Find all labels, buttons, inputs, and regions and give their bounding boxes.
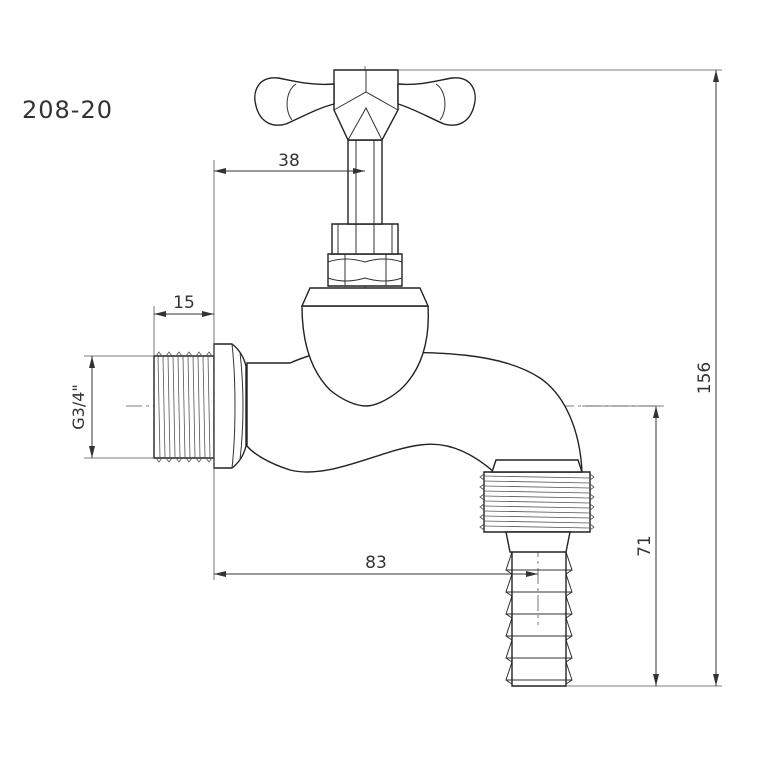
thread-line [483, 475, 591, 479]
dimension-labels: 38 15 G3/4" 83 71 156 [69, 151, 715, 573]
thread-crest [165, 351, 173, 357]
thread-crest [195, 351, 203, 357]
barb-ring [505, 573, 573, 593]
barb-ring [505, 551, 573, 571]
thread-crest [589, 483, 595, 491]
dim-outlet-height: 71 [635, 535, 655, 557]
thread-crest [155, 351, 163, 357]
thread-line [483, 490, 591, 494]
thread-crest [165, 457, 173, 463]
thread-crest [479, 473, 485, 481]
dim-spout-length: 83 [365, 553, 387, 573]
barb-ring [505, 639, 573, 659]
barb-step [565, 591, 573, 597]
hose-barb [505, 531, 573, 687]
thread-crest [185, 457, 193, 463]
thread-line [197, 355, 201, 459]
dim-total-height: 156 [695, 362, 715, 394]
thread-crest [589, 493, 595, 501]
thread-line [483, 510, 591, 514]
thread-line [483, 485, 591, 489]
barb-step [505, 569, 513, 575]
barb-step [565, 569, 573, 575]
barb-ring [505, 661, 573, 681]
barb-step [505, 657, 513, 663]
thread-line [182, 355, 186, 459]
barb-step [505, 635, 513, 641]
thread-crest [205, 351, 213, 357]
thread-crest [195, 457, 203, 463]
barb-step [565, 679, 573, 685]
barb-ring [505, 595, 573, 615]
thread-line [177, 355, 181, 459]
thread-line [483, 520, 591, 524]
barb-step [505, 591, 513, 597]
thread-crest [185, 351, 193, 357]
inlet-thread [153, 343, 247, 469]
barb-step [505, 679, 513, 685]
thread-line [483, 495, 591, 499]
faucet-body [246, 139, 583, 473]
thread-line [483, 480, 591, 484]
thread-crest [155, 457, 163, 463]
thread-crest [589, 503, 595, 511]
model-code-label: 208-20 [22, 96, 113, 124]
barb-step [565, 657, 573, 663]
barb-step [565, 635, 573, 641]
thread-crest [479, 483, 485, 491]
thread-crest [479, 493, 485, 501]
thread-line [207, 355, 211, 459]
thread-line [483, 515, 591, 519]
thread-crest [175, 351, 183, 357]
barb-step [565, 613, 573, 619]
barb-ring [505, 617, 573, 637]
thread-line [187, 355, 191, 459]
thread-crest [589, 473, 595, 481]
dim-handle-offset: 38 [278, 151, 300, 171]
thread-crest [479, 513, 485, 521]
thread-crest [589, 523, 595, 531]
thread-crest [205, 457, 213, 463]
thread-line [483, 505, 591, 509]
thread-line [172, 355, 176, 459]
thread-crest [589, 513, 595, 521]
thread-line [157, 355, 161, 459]
thread-line [192, 355, 196, 459]
dimension-lines [84, 69, 722, 687]
thread-crest [479, 523, 485, 531]
barb-step [505, 613, 513, 619]
thread-line [162, 355, 166, 459]
dim-thread-size: G3/4" [69, 384, 88, 430]
dim-thread-length: 15 [173, 293, 195, 313]
cross-handle [254, 69, 476, 141]
thread-crest [479, 503, 485, 511]
outlet-thread [479, 459, 595, 533]
thread-line [167, 355, 171, 459]
thread-line [202, 355, 206, 459]
thread-crest [175, 457, 183, 463]
thread-line [483, 500, 591, 504]
thread-line [483, 525, 591, 529]
